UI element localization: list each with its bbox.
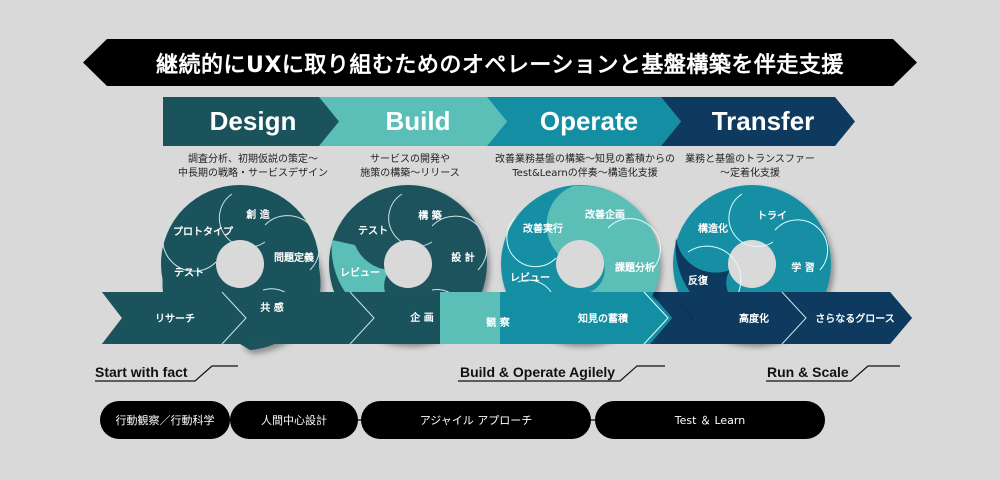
stage-tag-underline	[95, 365, 238, 382]
stage-tag-run-scale: Run & Scale	[767, 364, 849, 380]
pill-connector	[350, 419, 370, 421]
cycle-label: プロトタイプ	[173, 225, 234, 238]
method-human-centered-design: 人間中心設計	[230, 401, 358, 439]
flow-label: リサーチ	[155, 313, 195, 325]
phase-design: Design	[163, 97, 343, 146]
phase-operate-description: 改善業務基盤の構築〜知見の蓄積からの Test&Learnの伴奏〜構造化支援	[480, 153, 690, 181]
desc-line: 改善業務基盤の構築〜知見の蓄積からの	[495, 154, 675, 165]
cycle-label: 学 習	[791, 261, 814, 274]
phase-operate: Operate	[487, 97, 681, 146]
stage-tag-start: Start with fact	[95, 364, 188, 380]
desc-line: 〜定着化支援	[720, 168, 780, 179]
cycle-label: 設 計	[451, 251, 474, 264]
cycle-label: レビュー	[510, 271, 550, 284]
cycle-label: テスト	[358, 225, 388, 237]
method-label: 行動観察／行動科学	[115, 414, 215, 427]
method-test-and-learn: Test ＆ Learn	[595, 401, 825, 439]
desc-line: 中長期の戦略・サービスデザイン	[178, 168, 328, 179]
method-behavior-observation: 行動観察／行動科学	[100, 401, 230, 439]
cycle-label: トライ	[757, 210, 787, 222]
cycle-label: 企 画	[409, 311, 433, 324]
flow-label: 知見の蓄積	[577, 312, 629, 325]
desc-line: 施策の構築〜リリース	[360, 168, 460, 179]
phase-operate-label: Operate	[539, 106, 639, 136]
cycle-label: 反復	[688, 274, 709, 287]
phase-transfer: Transfer	[661, 97, 855, 146]
phase-build-label: Build	[385, 106, 451, 136]
flow-label: 観 察	[486, 316, 510, 329]
phase-transfer-label: Transfer	[711, 106, 815, 136]
method-label: 人間中心設計	[261, 414, 327, 427]
phase-design-description: 調査分析、初期仮説の策定〜 中長期の戦略・サービスデザイン	[158, 153, 348, 181]
cycle-label: レビュー	[340, 266, 380, 279]
cycle-label: 課題分析	[615, 261, 655, 274]
stage-tag-label: Start with fact	[95, 364, 188, 380]
method-label: アジャイル アプローチ	[419, 414, 533, 427]
cycle-label: 創 造	[245, 208, 270, 221]
flow-label: 高度化	[739, 312, 769, 325]
cycle-label: 改善実行	[523, 222, 563, 235]
page-title-banner: 継続的にUXに取り組むためのオペレーションと基盤構築を伴走支援	[83, 39, 917, 86]
stage-tag-label: Run & Scale	[767, 364, 849, 380]
cycle-label: 構 築	[418, 209, 442, 222]
desc-line: 調査分析、初期仮説の策定〜	[188, 154, 318, 165]
phase-design-label: Design	[209, 106, 297, 136]
phase-transfer-description: 業務と基盤のトランスファー 〜定着化支援	[665, 153, 835, 181]
cycle-label: 構造化	[698, 222, 728, 235]
stage-tag-underline	[458, 365, 665, 382]
stage-tag-build-operate: Build & Operate Agilely	[460, 364, 615, 380]
desc-line: サービスの開発や	[370, 154, 450, 165]
cycle-label: テスト	[174, 267, 204, 279]
flow-label: さらなるグロース	[815, 312, 895, 325]
phase-build-description: サービスの開発や 施策の構築〜リリース	[320, 153, 500, 181]
stage-tag-underline	[766, 365, 900, 382]
desc-line: 業務と基盤のトランスファー	[685, 154, 815, 165]
desc-line: Test&Learnの伴奏〜構造化支援	[512, 168, 658, 179]
phase-build: Build	[319, 97, 507, 146]
stage-tag-label: Build & Operate Agilely	[460, 364, 616, 380]
method-agile-approach: アジャイル アプローチ	[361, 401, 591, 439]
cycle-label: 問題定義	[274, 251, 314, 264]
page-title: 継続的にUXに取り組むためのオペレーションと基盤構築を伴走支援	[156, 52, 844, 78]
cycle-label: 改善企画	[585, 208, 625, 221]
method-label: Test ＆ Learn	[674, 414, 746, 427]
cycle-label: 共 感	[260, 301, 283, 314]
